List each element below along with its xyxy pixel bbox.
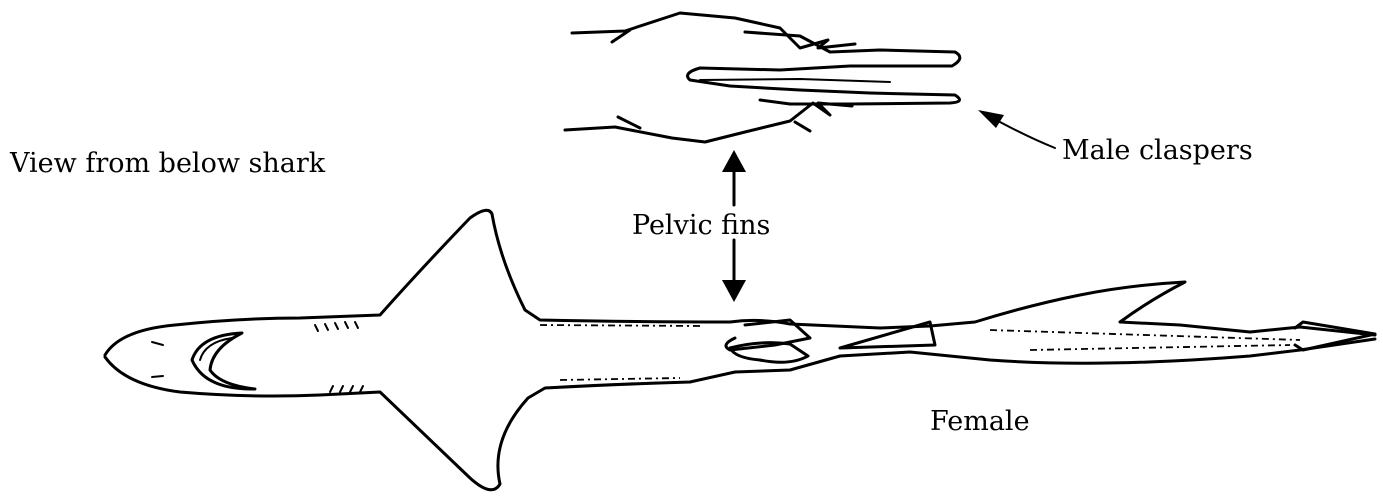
view-label: View from below shark	[10, 150, 325, 177]
shark-nostril-upper	[152, 342, 163, 345]
female-shark	[105, 210, 1375, 489]
shark-body-lower	[105, 339, 1375, 490]
shark-gills-upper	[315, 322, 358, 331]
pelvic-arrowhead-up	[722, 150, 746, 172]
claspers-arrow-line	[1000, 122, 1055, 148]
male-claspers-label: Male claspers	[1062, 137, 1253, 164]
female-label: Female	[930, 408, 1030, 435]
male-pelvic-detail	[565, 13, 960, 142]
pelvic-arrowhead-down	[722, 280, 746, 302]
shark-markings-lower	[560, 378, 680, 380]
shark-gills-lower	[330, 386, 363, 392]
shark-markings-upper	[540, 325, 700, 326]
shark-nostril-lower	[152, 376, 163, 377]
male-lower-outline	[565, 103, 852, 142]
claspers-arrow	[978, 110, 1055, 148]
male-lower-fin-barb	[618, 117, 640, 128]
male-clasper-inner	[700, 79, 890, 82]
shark-mouth	[192, 333, 255, 389]
shark-tail-markings-2	[1030, 345, 1290, 350]
claspers-arrowhead	[978, 110, 1004, 128]
male-lower-fin-barb-2	[795, 122, 810, 131]
pelvic-fins-label: Pelvic fins	[632, 212, 770, 239]
